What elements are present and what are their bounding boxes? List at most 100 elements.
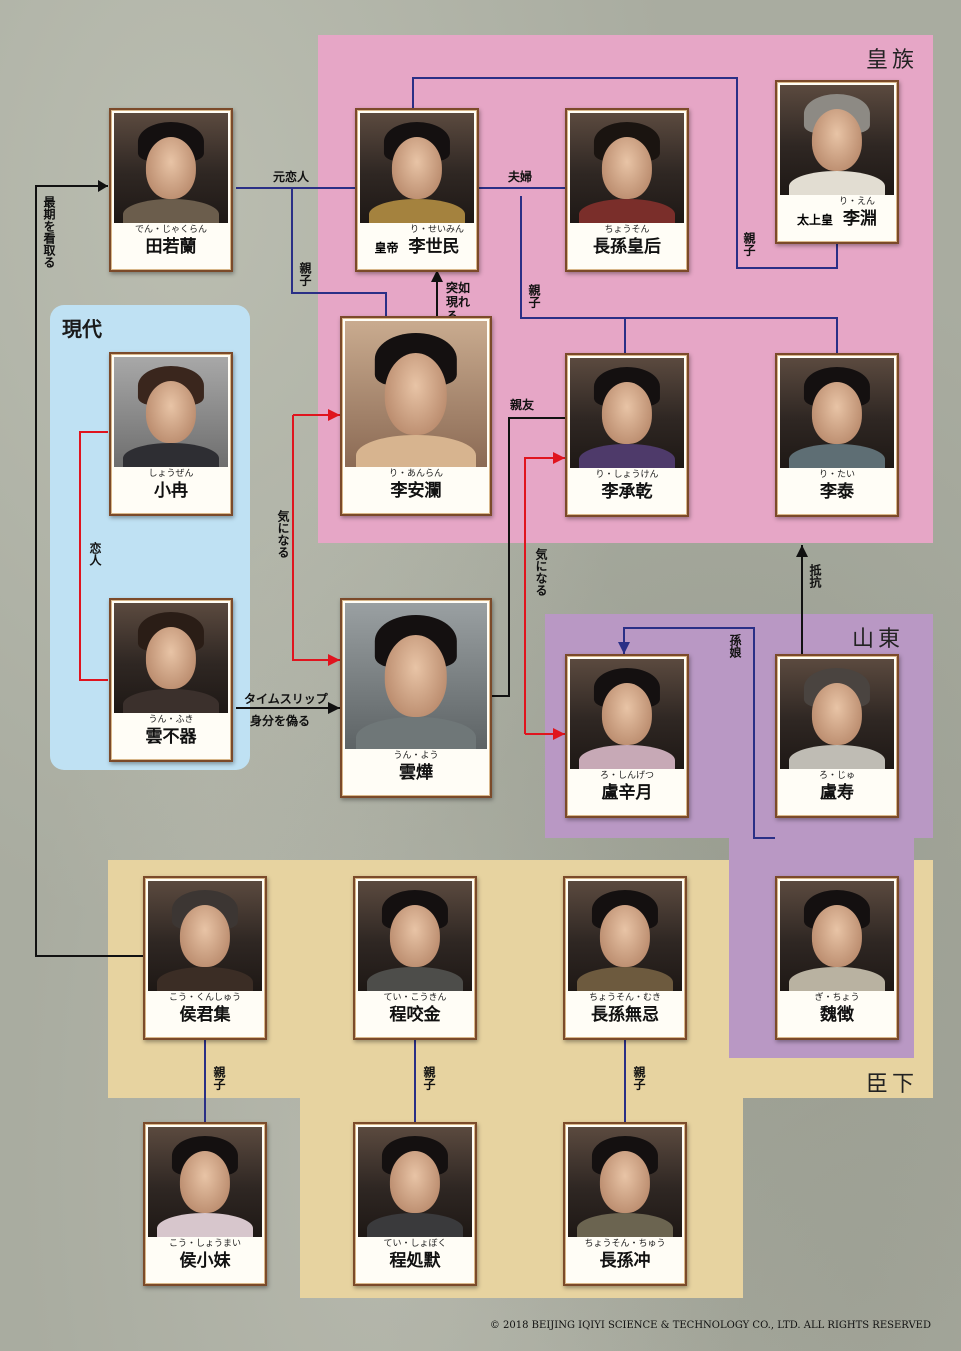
line-liyuan-lishimin (412, 77, 838, 269)
card-lu-xinyue[interactable]: ろ・しんげつ 盧辛月 (565, 654, 689, 818)
label-close-friend: 親友 (510, 398, 535, 412)
arrow-time-slip (328, 702, 340, 714)
label-interested-1: 気になる (276, 510, 290, 558)
label-disguise: 身分を偽る (250, 714, 311, 728)
portrait-photo (114, 113, 228, 223)
card-tian-ruolan[interactable]: でん・じゃくらん 田若蘭 (109, 108, 233, 272)
portrait-photo (148, 1127, 262, 1237)
card-wei-zheng[interactable]: ぎ・ちょう 魏徴 (775, 876, 899, 1040)
character-name: 雲不器 (145, 727, 197, 747)
arrow-resist (796, 545, 808, 557)
line-children (520, 196, 838, 353)
character-name: 李安瀾 (390, 481, 442, 501)
card-cheng-yaojin[interactable]: てい・こうきん 程咬金 (353, 876, 477, 1040)
portrait-photo (568, 1127, 682, 1237)
label-ex-lover: 元恋人 (273, 170, 310, 184)
portrait-photo (114, 357, 228, 467)
character-name: 小冉 (154, 481, 188, 501)
card-li-tai[interactable]: り・たい 李泰 (775, 353, 899, 517)
portrait-photo (780, 85, 894, 195)
card-xiaoran[interactable]: しょうぜん 小冉 (109, 352, 233, 516)
copyright-notice: © 2018 BEIJING IQIYI SCIENCE & TECHNOLOG… (489, 1320, 931, 1331)
character-name: 長孫無忌 (591, 1005, 659, 1025)
arrowheads (98, 180, 808, 714)
label-parent-children: 親子 (527, 284, 541, 308)
portrait-photo (570, 358, 684, 468)
portrait-photo (114, 603, 228, 713)
line-granddaughter (623, 627, 775, 839)
card-zhangsun-wuji[interactable]: ちょうそん・むき 長孫無忌 (563, 876, 687, 1040)
ruby-reading: り・しょうけん (595, 470, 659, 480)
arrow-interested-yunye (328, 654, 340, 666)
character-name: 田若蘭 (145, 237, 197, 257)
ruby-reading: でん・じゃくらん (134, 225, 207, 235)
ruby-reading: こう・しょうまい (168, 1239, 241, 1249)
ruby-reading: しょうぜん (148, 469, 194, 479)
ruby-reading: ちょうそん (604, 225, 650, 235)
ruby-reading: り・せいみん (409, 225, 464, 235)
character-name: 魏徴 (820, 1005, 854, 1025)
ruby-reading: こう・くんしゅう (168, 993, 241, 1003)
label-parent-liyuan: 親子 (742, 232, 756, 256)
card-hou-junji[interactable]: こう・くんしゅう 侯君集 (143, 876, 267, 1040)
portrait-photo (570, 659, 684, 769)
label-time-slip: タイムスリップ (244, 692, 328, 706)
label-spouse: 夫婦 (508, 170, 533, 184)
card-cheng-chumo[interactable]: てい・しょぼく 程処默 (353, 1122, 477, 1286)
label-parent-cheng: 親子 (422, 1066, 436, 1090)
arrow-granddaughter (618, 642, 630, 654)
character-name: 李淵 (843, 209, 877, 229)
label-granddaughter: 孫娘 (728, 634, 742, 658)
character-name: 侯小妹 (179, 1251, 231, 1271)
card-lu-shou[interactable]: ろ・じゅ 盧寿 (775, 654, 899, 818)
portrait-photo (148, 881, 262, 991)
label-parent-lishimin-lianlan: 親子 (298, 262, 312, 286)
card-yun-ye[interactable]: うん・よう 雲燁 (340, 598, 492, 798)
character-name: 程処默 (389, 1251, 441, 1271)
card-hou-xiaomei[interactable]: こう・しょうまい 侯小妹 (143, 1122, 267, 1286)
line-lishimin-lianlan (291, 188, 387, 316)
character-name: 李世民 (408, 237, 460, 257)
label-resist: 抵抗 (808, 564, 822, 588)
character-name: 盧辛月 (601, 783, 653, 803)
portrait-photo (568, 881, 682, 991)
character-name: 長孫冲 (599, 1251, 651, 1271)
character-name: 李泰 (820, 482, 854, 502)
label-lovers: 恋人 (88, 542, 102, 566)
ruby-reading: ぎ・ちょう (814, 993, 860, 1003)
arrow-interested-chengqian (553, 452, 565, 464)
ruby-reading: り・えん (838, 197, 875, 207)
ruby-reading: ちょうそん・むき (588, 993, 661, 1003)
portrait-photo (780, 358, 894, 468)
card-li-shimin[interactable]: り・せいみん 皇帝 李世民 (355, 108, 479, 272)
card-yun-buqi[interactable]: うん・ふき 雲不器 (109, 598, 233, 762)
character-title: 太上皇 (796, 213, 833, 227)
arrow-interested-anlan (328, 409, 340, 421)
character-name: 侯君集 (179, 1005, 231, 1025)
portrait-photo (358, 881, 472, 991)
ruby-reading: てい・しょぼく (383, 1239, 447, 1249)
ruby-reading: てい・こうきん (383, 993, 447, 1003)
card-li-yuan[interactable]: り・えん 太上皇 李淵 (775, 80, 899, 244)
line-lovers (79, 431, 108, 681)
ruby-reading: うん・ふき (148, 715, 194, 725)
arrow-sudden (431, 270, 443, 282)
ruby-reading: うん・よう (393, 751, 439, 761)
label-interested-2: 気になる (534, 548, 548, 596)
card-li-anlan[interactable]: り・あんらん 李安瀾 (340, 316, 492, 516)
shandong-region-label: 山東 (852, 627, 905, 652)
line-last-moments (35, 185, 143, 957)
card-zhangsun-chong[interactable]: ちょうそん・ちゅう 長孫冲 (563, 1122, 687, 1286)
card-li-chengqian[interactable]: り・しょうけん 李承乾 (565, 353, 689, 517)
portrait-photo (358, 1127, 472, 1237)
portrait-photo (345, 321, 487, 467)
label-parent-zhangsun: 親子 (632, 1066, 646, 1090)
character-name: 李承乾 (601, 482, 653, 502)
label-parent-hou: 親子 (212, 1066, 226, 1090)
label-last-moments: 最期を看取る (42, 196, 56, 268)
portrait-photo (780, 881, 894, 991)
ruby-reading: ろ・じゅ (818, 771, 855, 781)
card-empress-zhangsun[interactable]: ちょうそん 長孫皇后 (565, 108, 689, 272)
portrait-photo (570, 113, 684, 223)
